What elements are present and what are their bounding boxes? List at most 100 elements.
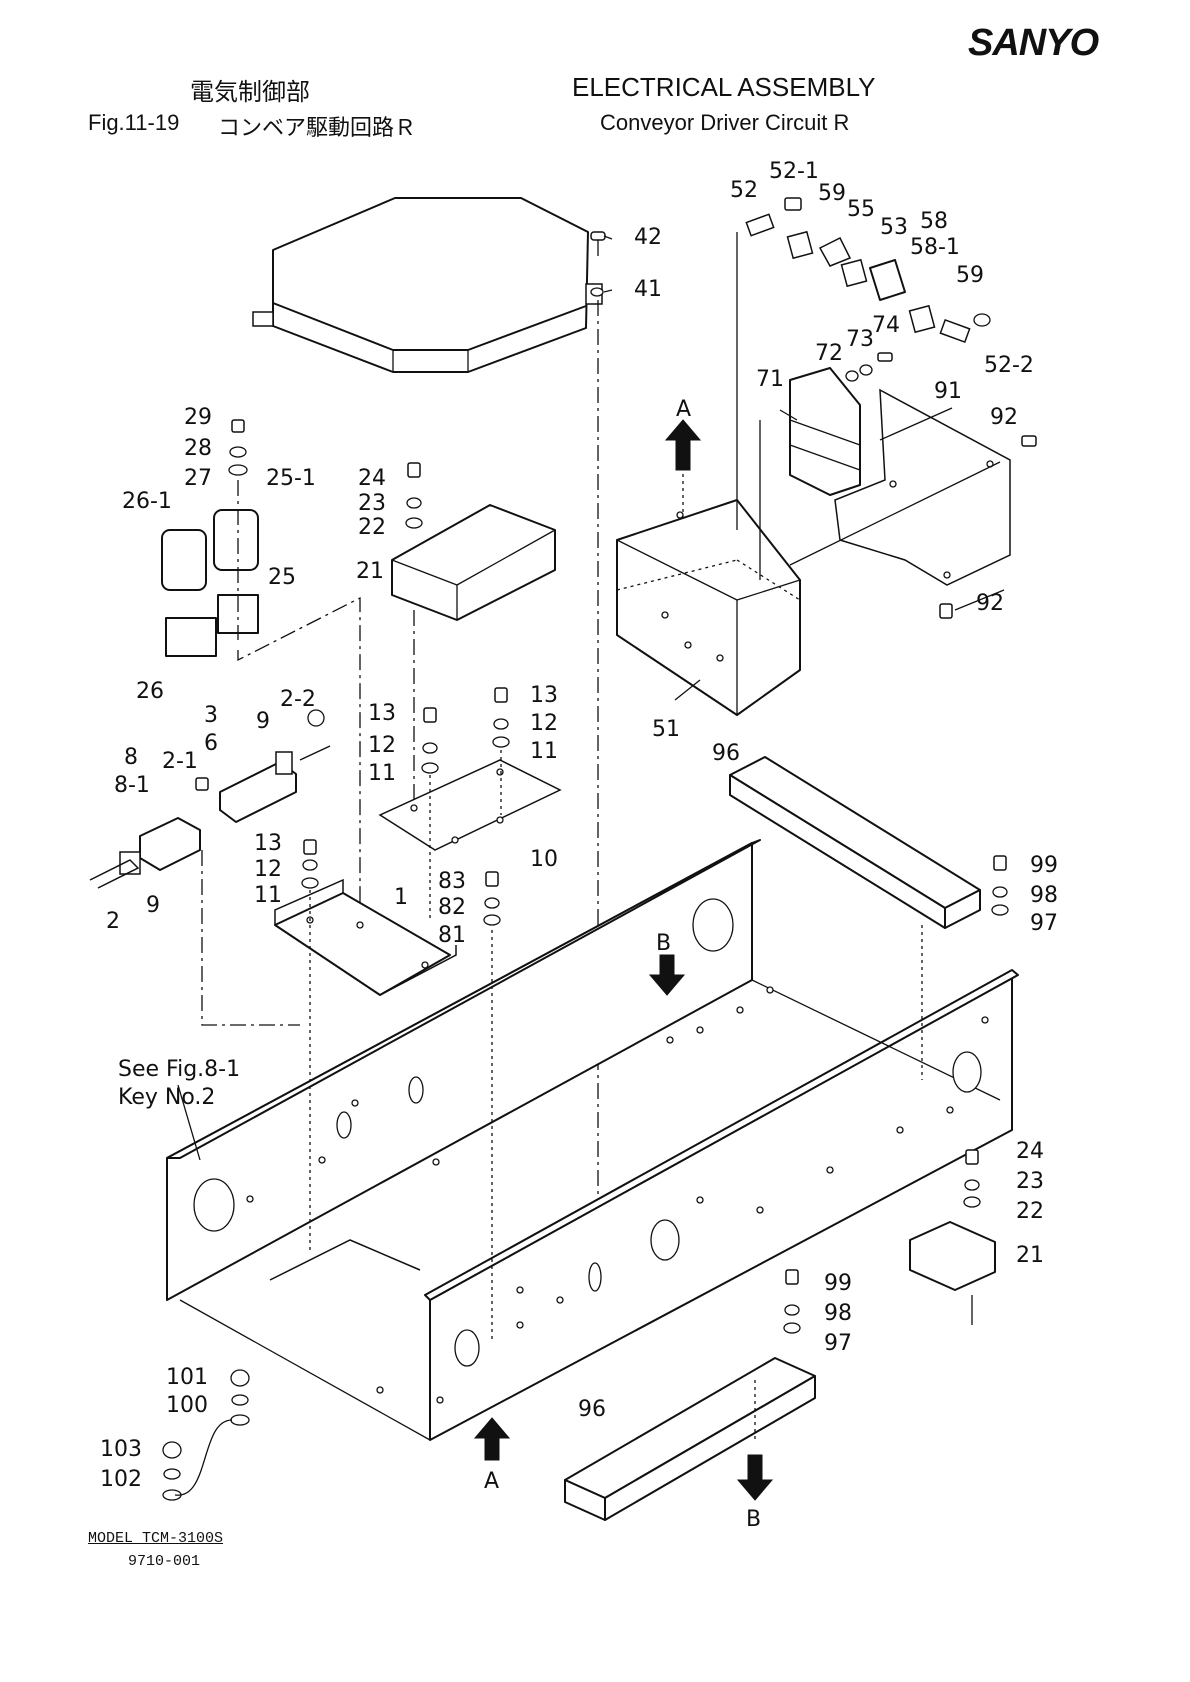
part-label: 81 <box>438 923 466 948</box>
view-arrow-a-lower <box>473 1417 511 1461</box>
terminal-block-21-upper <box>391 462 556 621</box>
label-leaders <box>177 235 1005 1161</box>
duct-96-upper <box>729 756 981 929</box>
part-label: 98 <box>824 1301 852 1326</box>
part-label: 52-1 <box>769 159 819 184</box>
part-label: 97 <box>1030 911 1058 936</box>
part-label: 23 <box>1016 1169 1044 1194</box>
part-label: 52-2 <box>984 353 1034 378</box>
document-code: 9710-001 <box>128 1553 201 1570</box>
view-arrow-a-upper <box>664 419 702 471</box>
part-label: 59 <box>818 181 846 206</box>
part-label: 22 <box>358 515 386 540</box>
part-label: 55 <box>847 197 875 222</box>
reference-note-line2: Key No.2 <box>118 1085 215 1110</box>
part-label: 2 <box>106 909 120 934</box>
part-label: 59 <box>956 263 984 288</box>
part-label: 99 <box>1030 853 1058 878</box>
box-51 <box>616 499 801 716</box>
view-marker-a-lower: A <box>484 1469 499 1494</box>
subtitle-english: Conveyor Driver Circuit R <box>600 110 850 135</box>
main-frame <box>166 839 1019 1441</box>
part-label: 13 <box>254 831 282 856</box>
terminal-rail-parts <box>89 709 331 889</box>
part-label: 12 <box>368 733 396 758</box>
part-label: 29 <box>184 405 212 430</box>
part-label: 82 <box>438 895 466 920</box>
terminal-block-21-lower <box>909 1149 996 1291</box>
part-label: 92 <box>990 405 1018 430</box>
guide-line <box>201 850 300 1026</box>
part-label: 21 <box>1016 1243 1044 1268</box>
view-marker-a-upper: A <box>676 397 691 422</box>
part-label: 11 <box>254 883 282 908</box>
part-label: 12 <box>530 711 558 736</box>
screw-42 <box>590 231 606 297</box>
part-label: 58-1 <box>910 235 960 260</box>
part-number-labels: 52 52-1 59 55 53 58 58-1 59 74 73 72 52-… <box>100 159 1058 1492</box>
bracket-1 <box>274 878 457 996</box>
part-label: 58 <box>920 209 948 234</box>
ground-wire <box>162 1369 250 1501</box>
part-label: 100 <box>166 1393 208 1418</box>
brand-logo: SANYO <box>968 22 1099 64</box>
part-label: 99 <box>824 1271 852 1296</box>
screw-stack-29 <box>228 419 248 476</box>
part-label: 2-2 <box>280 687 316 712</box>
part-label: 52 <box>730 178 758 203</box>
part-label: 26-1 <box>122 489 172 514</box>
part-label: 8-1 <box>114 773 150 798</box>
part-label: 53 <box>880 215 908 240</box>
part-label: 26 <box>136 679 164 704</box>
part-label: 9 <box>146 893 160 918</box>
part-label: 83 <box>438 869 466 894</box>
reference-note-line1: See Fig.8-1 <box>118 1057 240 1082</box>
view-marker-b-upper: B <box>656 931 671 956</box>
part-label: 91 <box>934 379 962 404</box>
part-label: 23 <box>358 491 386 516</box>
part-label: 3 <box>204 703 218 728</box>
part-label: 41 <box>634 277 662 302</box>
part-label: 11 <box>368 761 396 786</box>
screw-stack-13-lower <box>301 839 319 889</box>
part-label: 13 <box>530 683 558 708</box>
part-label: 103 <box>100 1437 142 1462</box>
part-label: 96 <box>712 741 740 766</box>
plate-91 <box>834 388 1011 586</box>
part-label: 51 <box>652 717 680 742</box>
figure-number: Fig.11-19 <box>88 110 180 135</box>
plate-10 <box>378 759 562 851</box>
part-label: 28 <box>184 436 212 461</box>
part-label: 1 <box>394 885 408 910</box>
part-label: 24 <box>1016 1139 1044 1164</box>
part-label: 102 <box>100 1467 142 1492</box>
relay-assembly-25 <box>161 509 259 657</box>
part-label: 21 <box>356 559 384 584</box>
part-label: 2-1 <box>162 749 198 774</box>
terminal-block-71 <box>789 367 861 496</box>
part-label: 22 <box>1016 1199 1044 1224</box>
part-label: 25-1 <box>266 466 316 491</box>
part-label: 73 <box>846 327 874 352</box>
part-label: 96 <box>578 1397 606 1422</box>
part-label: 25 <box>268 565 296 590</box>
part-label: 101 <box>166 1365 208 1390</box>
figure-title-japanese: コンベア駆動回路Ｒ <box>218 116 417 141</box>
title-english: ELECTRICAL ASSEMBLY <box>572 72 876 102</box>
screw-stack-99-upper <box>991 855 1009 916</box>
top-cover <box>252 197 603 373</box>
part-label: 9 <box>256 709 270 734</box>
view-arrow-b-lower <box>736 1454 774 1501</box>
part-label: 98 <box>1030 883 1058 908</box>
part-label: 42 <box>634 225 662 250</box>
part-label: 27 <box>184 466 212 491</box>
part-label: 92 <box>976 591 1004 616</box>
view-marker-b-lower: B <box>746 1507 761 1532</box>
part-label: 12 <box>254 857 282 882</box>
duct-96-lower <box>564 1269 816 1521</box>
part-label: 72 <box>815 341 843 366</box>
title-japanese: 電気制御部 <box>190 78 310 106</box>
part-label: 13 <box>368 701 396 726</box>
part-label: 11 <box>530 739 558 764</box>
small-parts-cluster <box>745 197 1037 619</box>
